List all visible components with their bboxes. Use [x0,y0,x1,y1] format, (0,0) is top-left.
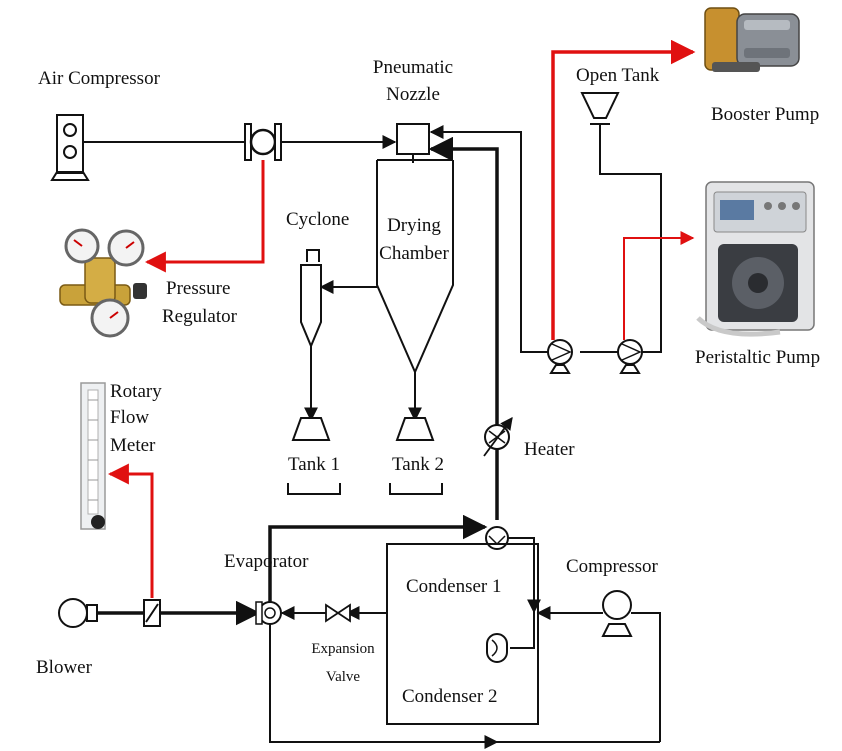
label-pressure-regulator-line1: Pressure [166,278,230,299]
hot-air-line-to-nozzle [428,136,499,520]
blower-valve-icon [143,599,161,627]
evaporator-icon [255,601,282,625]
feed-pump-right-icon [617,339,643,374]
air-valve-icon [244,123,282,161]
label-open-tank: Open Tank [576,65,660,86]
evaporator-to-heater-line [268,514,488,602]
evaporator-return-line [269,624,499,749]
label-tank2: Tank 2 [392,454,444,475]
booster-pump-icon [704,7,800,72]
tank2-icon [389,417,443,495]
label-blower: Blower [36,657,93,678]
cyclone-icon [300,249,322,349]
blower-icon [58,598,98,628]
label-tank1: Tank 1 [288,454,340,475]
label-drying-chamber-line1: Drying [387,215,441,236]
pressure-regulator-gauge-icon [59,228,147,338]
compressor-icon [601,590,633,637]
label-booster-pump: Booster Pump [711,104,819,125]
condenser1-coil-icon [485,526,509,550]
condenser2-coil-icon [486,633,508,663]
label-rotary-flow-meter-line1: Rotary [110,381,162,402]
rotary-flow-meter-icon [80,382,106,530]
label-evaporator: Evaporator [224,551,309,572]
label-air-compressor: Air Compressor [38,68,161,89]
label-drying-chamber-line2: Chamber [379,243,449,264]
label-peristaltic-pump: Peristaltic Pump [695,347,820,368]
label-rotary-flow-meter-line3: Meter [110,435,156,456]
label-condenser1: Condenser 1 [406,576,502,597]
label-pneumatic-nozzle-line2: Nozzle [386,84,440,105]
condenser-loop-line [508,537,535,649]
label-expansion-valve-line2: Valve [326,669,360,685]
air-compressor-icon [50,114,90,181]
heater-icon [483,416,513,457]
open-tank-feed-line [599,124,662,353]
expansion-valve-icon [325,603,351,623]
feed-pump-left-icon [547,339,573,374]
open-tank-icon [580,92,620,125]
peristaltic-pump-icon [696,181,815,337]
pneumatic-nozzle-box [396,123,430,155]
drying-chamber-vessel [376,160,454,375]
feed-line-to-nozzle [429,125,560,353]
condenser-unit-box [386,543,539,725]
label-expansion-valve-line1: Expansion [311,641,375,657]
compressor-suction-line [631,612,661,742]
label-pneumatic-nozzle-line1: Pneumatic [373,57,453,78]
signal-line-pressure-regulator [144,160,265,273]
label-compressor: Compressor [566,556,659,577]
label-condenser2: Condenser 2 [402,686,498,707]
signal-line-peristaltic-pump [623,231,695,340]
signal-line-rotary-flow-meter [107,463,154,598]
label-rotary-flow-meter-line2: Flow [110,407,149,428]
label-pressure-regulator-line2: Regulator [162,306,238,327]
label-cyclone: Cyclone [286,209,349,230]
label-heater: Heater [524,439,575,460]
signal-line-booster-pump [551,39,696,340]
tank1-icon [287,417,341,495]
